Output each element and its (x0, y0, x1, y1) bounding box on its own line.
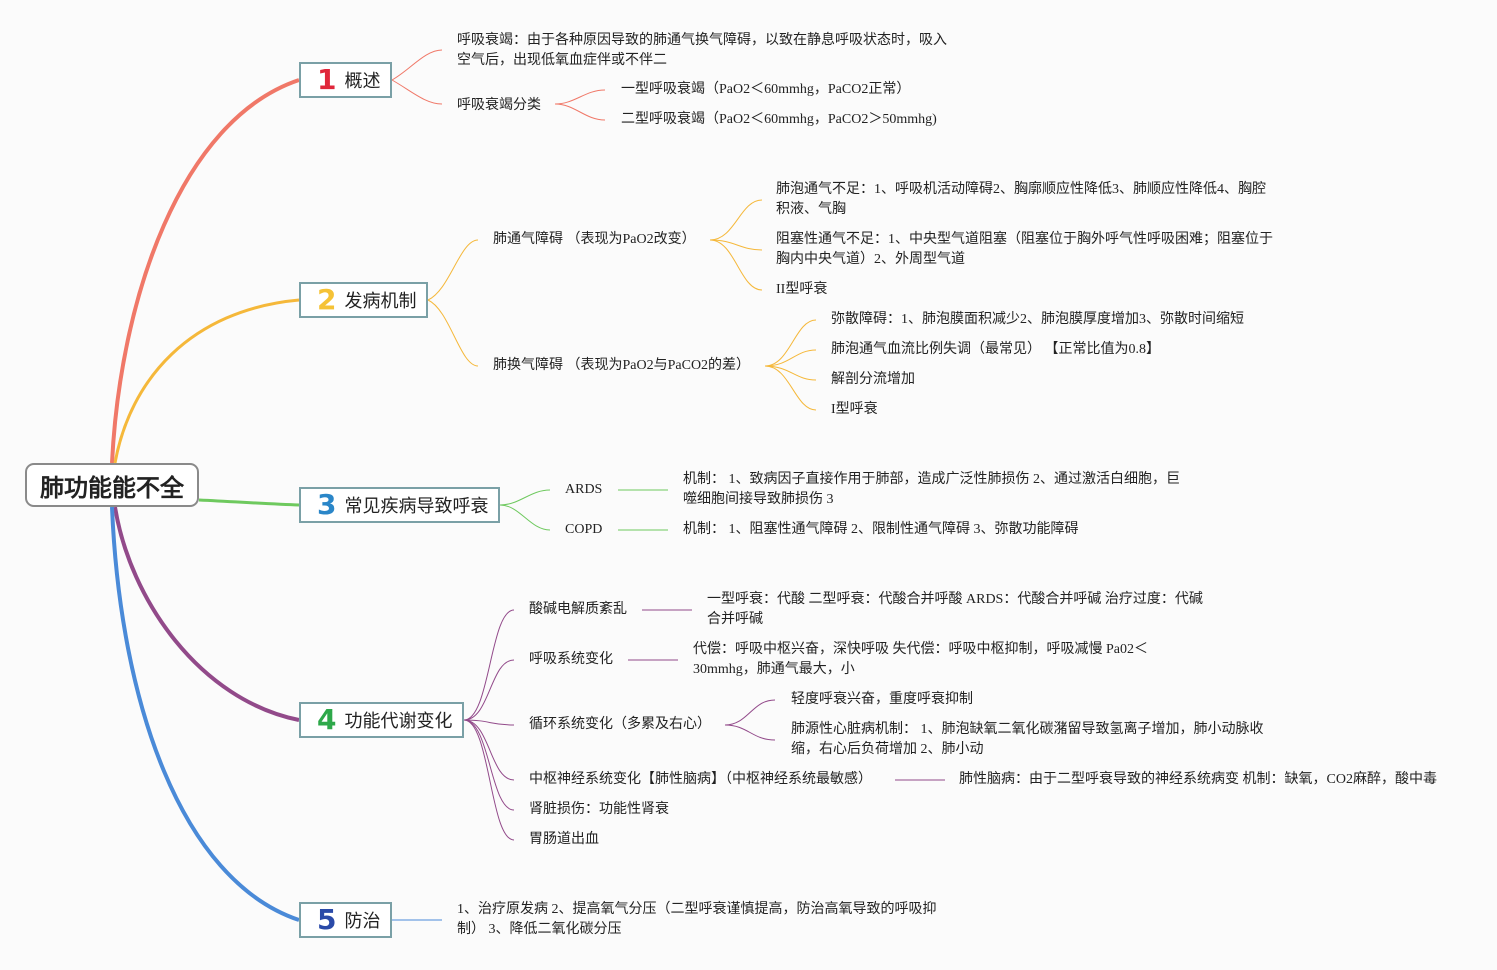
node-acid-base-detail[interactable]: 一型呼衰：代酸 二型呼衰：代酸合并呼酸 ARDS：代酸合并呼碱 治疗过度：代碱合… (707, 592, 1203, 627)
node-cor-pulmonale[interactable]: 肺源性心脏病机制： 1、肺泡缺氧二氧化碳潴留导致氢离子增加，肺小动脉收缩，右心后… (791, 722, 1264, 757)
node-ards-mechanism[interactable]: 机制： 1、致病因子直接作用于肺部，造成广泛性肺损伤 2、通过激活白细胞，巨噬细… (683, 472, 1180, 507)
node-copd[interactable]: COPD (565, 522, 603, 537)
node-type1-failure[interactable]: I型呼衰 (831, 402, 878, 417)
node-obstructive-hypoventilation[interactable]: 阻塞性通气不足：1、中央型气道阻塞（阻塞位于胸外呼气性呼吸困难；阻塞位于胸内中央… (776, 232, 1273, 267)
node-acid-base[interactable]: 酸碱电解质紊乱 (529, 602, 627, 617)
node-ards[interactable]: ARDS (565, 482, 603, 497)
node-type1[interactable]: 一型呼吸衰竭（PaO2＜60mmhg，PaCO2正常） (621, 82, 911, 97)
node-treatment[interactable]: 1、治疗原发病 2、提高氧气分压（二型呼衰谨慎提高，防治高氧导致的呼吸抑制） 3… (457, 902, 937, 937)
node-renal-damage[interactable]: 肾脏损伤：功能性肾衰 (529, 802, 669, 817)
node-ventilation-disorder[interactable]: 肺通气障碍 （表现为PaO2改变） (493, 232, 696, 247)
branch-label: 发病机制 (344, 291, 417, 312)
trunk-5 (110, 506, 300, 922)
node-type2[interactable]: 二型呼吸衰竭（PaO2＜60mmhg，PaCO2＞50mmhg) (621, 112, 937, 127)
trunk-3 (198, 498, 300, 507)
node-classification[interactable]: 呼吸衰竭分类 (457, 98, 541, 113)
node-type2-failure[interactable]: II型呼衰 (776, 282, 828, 297)
node-diffusion-disorder[interactable]: 弥散障碍：1、肺泡膜面积减少2、肺泡膜厚度增加3、弥散时间缩短 (831, 312, 1244, 327)
node-gas-exchange-disorder[interactable]: 肺换气障碍 （表现为PaO2与PaCO2的差） (493, 358, 751, 373)
branch-metabolic-changes[interactable]: 4 功能代谢变化 (299, 702, 464, 738)
node-respiratory-detail[interactable]: 代偿：呼吸中枢兴奋，深快呼吸 失代偿：呼吸中枢抑制，呼吸减慢 Pa02＜30mm… (693, 642, 1148, 677)
branch-label: 功能代谢变化 (344, 711, 453, 732)
number-2-icon: 2 (317, 283, 337, 316)
node-copd-mechanism[interactable]: 机制： 1、阻塞性通气障碍 2、限制性通气障碍 3、弥散功能障碍 (683, 522, 1079, 537)
number-3-icon: 3 (317, 488, 337, 521)
node-definition[interactable]: 呼吸衰竭：由于各种原因导致的肺通气换气障碍，以致在静息呼吸状态时，吸入空气后，出… (457, 33, 947, 68)
node-pulmonary-encephalopathy[interactable]: 肺性脑病：由于二型呼衰导致的神经系统病变 机制：缺氧，CO2麻醉，酸中毒 (959, 772, 1437, 787)
root-node[interactable]: 肺功能能不全 (25, 463, 199, 507)
node-circulatory-mild[interactable]: 轻度呼衰兴奋，重度呼衰抑制 (791, 692, 973, 707)
node-alveolar-hypoventilation[interactable]: 肺泡通气不足：1、呼吸机活动障碍2、胸廓顺应性降低3、肺顺应性降低4、胸腔积液、… (776, 182, 1266, 217)
branch-label: 概述 (344, 71, 381, 92)
number-1-icon: 1 (317, 63, 337, 96)
trunk-2 (113, 298, 300, 464)
branch-pathogenesis[interactable]: 2 发病机制 (299, 282, 428, 318)
branch-overview[interactable]: 1 概述 (299, 62, 392, 98)
number-5-icon: 5 (317, 903, 337, 936)
node-cns-changes[interactable]: 中枢神经系统变化【肺性脑病】（中枢神经系统最敏感） (529, 772, 872, 787)
branch-prevention[interactable]: 5 防治 (299, 902, 392, 938)
node-anatomic-shunt[interactable]: 解剖分流增加 (831, 372, 915, 387)
node-circulatory-changes[interactable]: 循环系统变化（多累及右心） (529, 717, 711, 732)
branch-label: 防治 (344, 911, 381, 932)
node-respiratory-changes[interactable]: 呼吸系统变化 (529, 652, 613, 667)
number-4-icon: 4 (317, 703, 337, 736)
branch-label: 常见疾病导致呼衰 (344, 496, 489, 517)
trunk-1 (110, 78, 300, 464)
node-gi-bleeding[interactable]: 胃肠道出血 (529, 832, 599, 847)
trunk-4 (113, 506, 300, 722)
branch-common-diseases[interactable]: 3 常见疾病导致呼衰 (299, 487, 500, 523)
node-va-q-mismatch[interactable]: 肺泡通气血流比例失调（最常见） 【正常比值为0.8】 (831, 342, 1160, 357)
